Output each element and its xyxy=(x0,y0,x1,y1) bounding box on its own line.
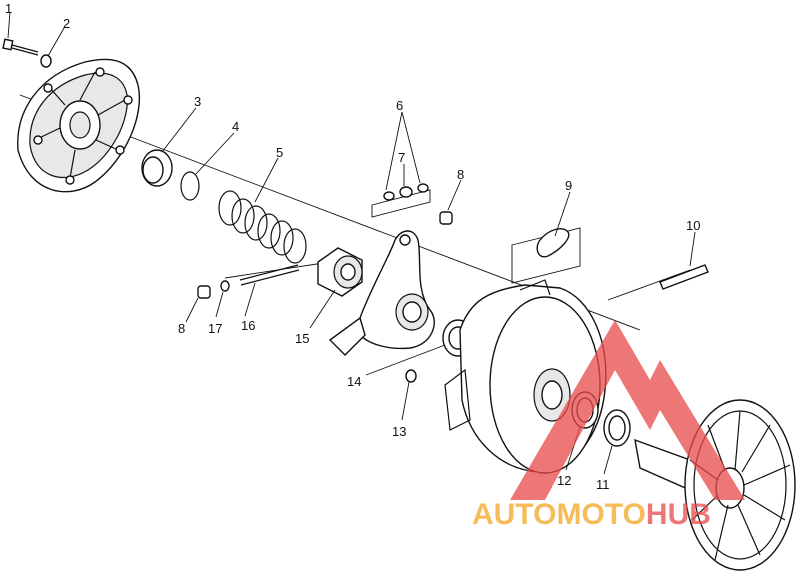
callout-8-right: 8 xyxy=(457,167,464,182)
callout-14: 14 xyxy=(347,374,361,389)
shaft-axis-line xyxy=(607,269,691,301)
callout-16: 16 xyxy=(241,318,255,333)
callout-5: 5 xyxy=(276,145,283,160)
watermark-logo: AUTOMOTOHUB xyxy=(472,320,745,531)
washer-part-2 xyxy=(40,54,52,68)
callout-10: 10 xyxy=(686,218,700,233)
leader-lines xyxy=(7,11,696,475)
callout-6: 6 xyxy=(396,98,403,113)
movable-sheave xyxy=(444,279,607,474)
callout-15: 15 xyxy=(295,331,309,346)
callout-2: 2 xyxy=(63,16,70,31)
callout-12: 12 xyxy=(557,473,571,488)
callout-4: 4 xyxy=(232,119,239,134)
spider-hub-part-15 xyxy=(317,247,363,297)
bolt-part-1 xyxy=(2,38,39,56)
spider-arm xyxy=(328,230,435,356)
spring-part-5 xyxy=(218,190,307,264)
pin-part-16 xyxy=(239,264,300,286)
watermark-triangle-icon xyxy=(510,320,745,500)
nut-part-8b xyxy=(439,211,453,225)
callout-13: 13 xyxy=(392,424,406,439)
callout-17: 17 xyxy=(208,321,222,336)
washer-set-part-6-7 xyxy=(371,183,431,218)
weight-part-9 xyxy=(511,227,581,284)
bushing-part-3 xyxy=(141,149,173,187)
watermark-text-hub: HUB xyxy=(646,498,711,531)
snap-ring-part-4 xyxy=(180,171,200,201)
callout-8-left: 8 xyxy=(178,321,185,336)
callout-1: 1 xyxy=(5,1,12,16)
nut-part-8a xyxy=(197,285,211,299)
nut-part-13 xyxy=(405,369,417,383)
callout-11: 11 xyxy=(596,477,610,492)
cover-plate xyxy=(17,58,140,193)
ring-part-11 xyxy=(603,409,631,447)
washer-part-17 xyxy=(220,280,230,292)
callout-9: 9 xyxy=(565,178,572,193)
callout-3: 3 xyxy=(194,94,201,109)
watermark-text: AUTOMOTOHUB xyxy=(472,498,711,531)
callout-7: 7 xyxy=(398,150,405,165)
watermark-text-automoto: AUTOMOTO xyxy=(472,498,646,531)
pin-part-10 xyxy=(659,264,709,290)
